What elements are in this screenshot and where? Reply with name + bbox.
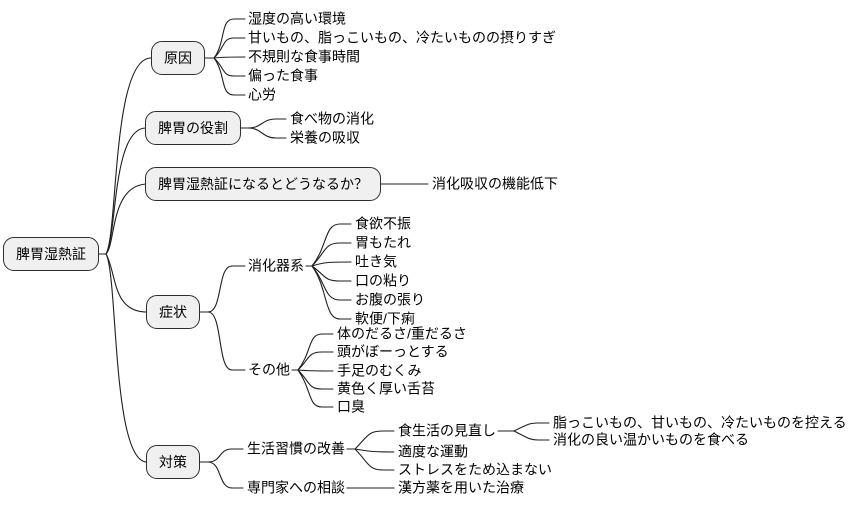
- leaf-body-heaviness: 体のだるさ/重だるさ: [337, 325, 467, 342]
- edge-others-breath: [297, 369, 334, 408]
- edge-causes-fatigue: [213, 57, 246, 96]
- edge-digestive-sticky: [311, 265, 352, 282]
- leaf-digestive-function-decline: 消化吸収の機能低下: [432, 175, 558, 192]
- edge-symptoms-others: [207, 311, 246, 371]
- leaf-avoid-oily-sweet-cold: 脂っこいもの、甘いもの、冷たいものを控える: [553, 414, 847, 431]
- branch-what-happens: 脾胃湿熱証になるとどうなるか？: [145, 167, 381, 201]
- branch-countermeasures: 対策: [146, 445, 200, 479]
- edge-symptoms-digestive: [207, 265, 246, 313]
- leaf-mental-fatigue: 心労: [248, 86, 276, 103]
- branch-spleen-stomach-role: 脾胃の役割: [145, 111, 241, 145]
- leaf-kampo-treatment: 漢方薬を用いた治療: [398, 479, 524, 496]
- leaf-avoid-stress-buildup: ストレスをため込まない: [398, 461, 552, 478]
- leaf-moderate-exercise: 適度な運動: [398, 443, 468, 460]
- leaf-bad-breath: 口臭: [337, 398, 365, 415]
- leaf-unbalanced-diet: 偏った食事: [248, 67, 318, 84]
- node-root: 脾胃湿熱証: [3, 237, 99, 271]
- edge-root-countermeasures: [105, 253, 148, 463]
- edge-digestive-heaviness: [311, 242, 352, 267]
- leaf-humid-environment: 湿度の高い環境: [248, 10, 346, 27]
- edge-root-role: [105, 127, 147, 255]
- leaf-overeating-sweet-oily-cold: 甘いもの、脂っこいもの、冷たいものの摂りすぎ: [248, 29, 556, 46]
- edge-others-swelling: [297, 369, 334, 372]
- edge-root-whathappens: [105, 183, 149, 255]
- leaf-limb-swelling: 手足のむくみ: [337, 362, 422, 379]
- edge-digestive-bloating: [311, 265, 352, 301]
- subbranch-lifestyle-improvement: 生活習慣の改善: [247, 440, 345, 457]
- leaf-appetite-loss: 食欲不振: [355, 215, 411, 232]
- edge-causes-sweet: [213, 37, 246, 59]
- leaf-loose-stool-diarrhea: 軟便/下痢: [355, 310, 415, 327]
- leaf-yellow-thick-tongue-coating: 黄色く厚い舌苔: [337, 380, 435, 397]
- leaf-sticky-mouth: 口の粘り: [355, 272, 411, 289]
- leaf-foggy-head: 頭がぼーっとする: [337, 343, 449, 360]
- edge-others-tongue: [297, 369, 334, 390]
- edge-lifestyle-stress: [354, 448, 395, 471]
- edge-diet-warm: [513, 430, 550, 441]
- edge-lifestyle-diet: [354, 430, 395, 450]
- edge-digestive-nausea: [311, 261, 352, 267]
- edge-digestive-stool: [311, 265, 352, 320]
- edge-causes-unbalanced: [213, 57, 246, 77]
- leaf-nutrient-absorption: 栄養の吸収: [290, 129, 360, 146]
- branch-causes: 原因: [151, 41, 205, 75]
- edge-lifestyle-exercise: [354, 448, 395, 453]
- leaf-bloating: お腹の張り: [355, 291, 425, 308]
- subbranch-consult-specialist: 専門家への相談: [247, 479, 345, 496]
- leaf-nausea: 吐き気: [355, 253, 397, 270]
- edge-root-symptoms: [105, 253, 148, 313]
- leaf-irregular-meal-times: 不規則な食事時間: [248, 48, 360, 65]
- subbranch-diet-review: 食生活の見直し: [398, 422, 496, 439]
- edge-countermeasures-specialist: [207, 461, 244, 489]
- subbranch-others: その他: [248, 361, 290, 378]
- edge-countermeasures-lifestyle: [207, 448, 244, 463]
- edge-others-body: [297, 333, 334, 371]
- edge-digestive-appetite: [311, 223, 352, 267]
- edge-role-absorption: [247, 127, 287, 139]
- edge-causes-humid: [213, 18, 246, 59]
- subbranch-digestive-system: 消化器系: [248, 257, 304, 274]
- leaf-food-digestion: 食べ物の消化: [290, 110, 374, 127]
- leaf-stomach-heaviness: 胃もたれ: [355, 234, 411, 251]
- leaf-eat-warm-digestible: 消化の良い温かいものを食べる: [553, 431, 749, 448]
- edge-others-foggy: [297, 351, 334, 371]
- edge-causes-irregular: [213, 56, 246, 59]
- branch-symptoms: 症状: [146, 295, 200, 329]
- edge-role-digestion: [247, 118, 287, 129]
- edge-diet-avoid: [513, 422, 550, 432]
